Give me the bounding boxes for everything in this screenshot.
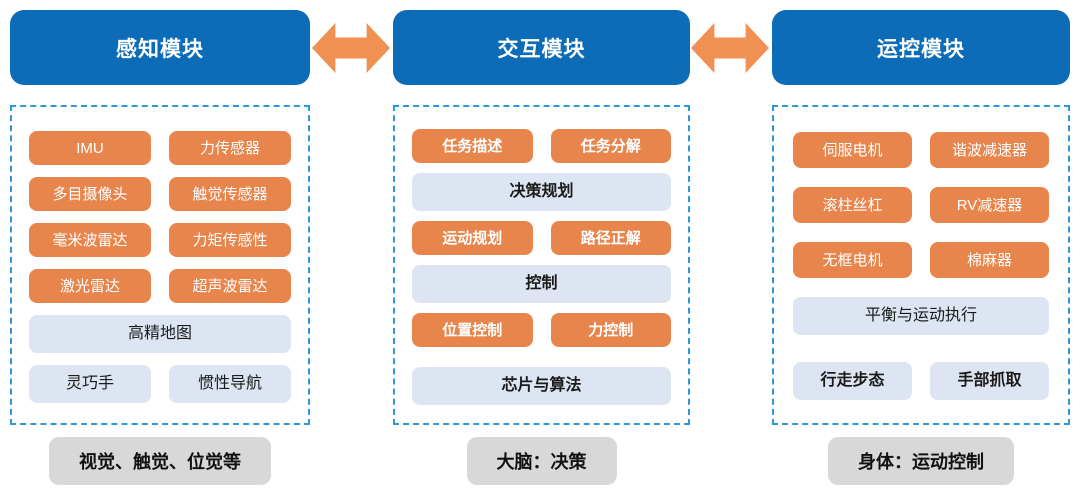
double-arrow-icon	[691, 23, 769, 73]
tag-item-wide: 高精地图	[29, 315, 291, 353]
perception-column: 感知模块 IMU 力传感器 多目摄像头 触觉传感器 毫米波雷达 力矩传感性 激光…	[10, 10, 310, 485]
interaction-column: 交互模块 任务描述 任务分解 决策规划 运动规划 路径正解 控制 位置控制 力控…	[393, 10, 690, 485]
tag-item-wide: 决策规划	[412, 173, 671, 211]
tag-item: 棉麻器	[930, 242, 1049, 278]
motion-panel: 伺服电机 谐波减速器 滚柱丝杠 RV减速器 无框电机 棉麻器 平衡与运动执行 行…	[772, 105, 1070, 425]
motion-footer-label: 身体：运动控制	[828, 437, 1014, 485]
tag-row: 任务描述 任务分解	[412, 129, 671, 163]
tag-row: 高精地图	[29, 315, 291, 353]
tag-item: 力传感器	[169, 131, 291, 165]
tag-item: 伺服电机	[793, 132, 912, 168]
tag-item: 灵巧手	[29, 365, 151, 403]
tag-row: 决策规划	[412, 173, 671, 211]
tag-item: 力矩传感性	[169, 223, 291, 257]
tag-row: IMU 力传感器	[29, 131, 291, 165]
tag-row: 芯片与算法	[412, 367, 671, 405]
tag-item: 滚柱丝杠	[793, 187, 912, 223]
tag-item: 力控制	[550, 313, 671, 347]
double-arrow-icon	[312, 23, 390, 73]
tag-item: 谐波减速器	[930, 132, 1049, 168]
tag-row: 平衡与运动执行	[793, 297, 1049, 335]
tag-item: 任务描述	[412, 129, 533, 163]
tag-row: 行走步态 手部抓取	[793, 362, 1049, 400]
tag-row: 多目摄像头 触觉传感器	[29, 177, 291, 211]
perception-footer-wrap: 视觉、触觉、位觉等	[10, 437, 310, 485]
tag-row: 毫米波雷达 力矩传感性	[29, 223, 291, 257]
tag-item-wide: 芯片与算法	[412, 367, 671, 405]
tag-row: 灵巧手 惯性导航	[29, 365, 291, 403]
tag-item: 惯性导航	[169, 365, 291, 403]
tag-item-wide: 平衡与运动执行	[793, 297, 1049, 335]
tag-item: 激光雷达	[29, 269, 151, 303]
tag-item: 行走步态	[793, 362, 912, 400]
tag-item: 毫米波雷达	[29, 223, 151, 257]
interaction-panel: 任务描述 任务分解 决策规划 运动规划 路径正解 控制 位置控制 力控制 芯片与…	[393, 105, 690, 425]
interaction-header: 交互模块	[393, 10, 690, 85]
tag-row: 运动规划 路径正解	[412, 221, 671, 255]
interaction-footer-label: 大脑：决策	[466, 437, 617, 485]
tag-item: 触觉传感器	[169, 177, 291, 211]
tag-item-wide: 控制	[412, 265, 671, 303]
tag-row: 无框电机 棉麻器	[793, 242, 1049, 278]
tag-row: 伺服电机 谐波减速器	[793, 132, 1049, 168]
perception-panel: IMU 力传感器 多目摄像头 触觉传感器 毫米波雷达 力矩传感性 激光雷达 超声…	[10, 105, 310, 425]
tag-item: 位置控制	[412, 313, 533, 347]
motion-footer-wrap: 身体：运动控制	[772, 437, 1070, 485]
tag-row: 控制	[412, 265, 671, 303]
tag-item: RV减速器	[930, 187, 1049, 223]
tag-item: 多目摄像头	[29, 177, 151, 211]
tag-item: IMU	[29, 131, 151, 165]
motion-header: 运控模块	[772, 10, 1070, 85]
tag-row: 位置控制 力控制	[412, 313, 671, 347]
perception-footer-label: 视觉、触觉、位觉等	[49, 437, 271, 485]
tag-item: 无框电机	[793, 242, 912, 278]
perception-header: 感知模块	[10, 10, 310, 85]
tag-row: 滚柱丝杠 RV减速器	[793, 187, 1049, 223]
interaction-footer-wrap: 大脑：决策	[393, 437, 690, 485]
tag-row: 激光雷达 超声波雷达	[29, 269, 291, 303]
tag-item: 运动规划	[412, 221, 533, 255]
tag-item: 路径正解	[550, 221, 671, 255]
tag-item: 超声波雷达	[169, 269, 291, 303]
motion-column: 运控模块 伺服电机 谐波减速器 滚柱丝杠 RV减速器 无框电机 棉麻器 平衡与运…	[772, 10, 1070, 485]
tag-item: 任务分解	[550, 129, 671, 163]
tag-item: 手部抓取	[930, 362, 1049, 400]
